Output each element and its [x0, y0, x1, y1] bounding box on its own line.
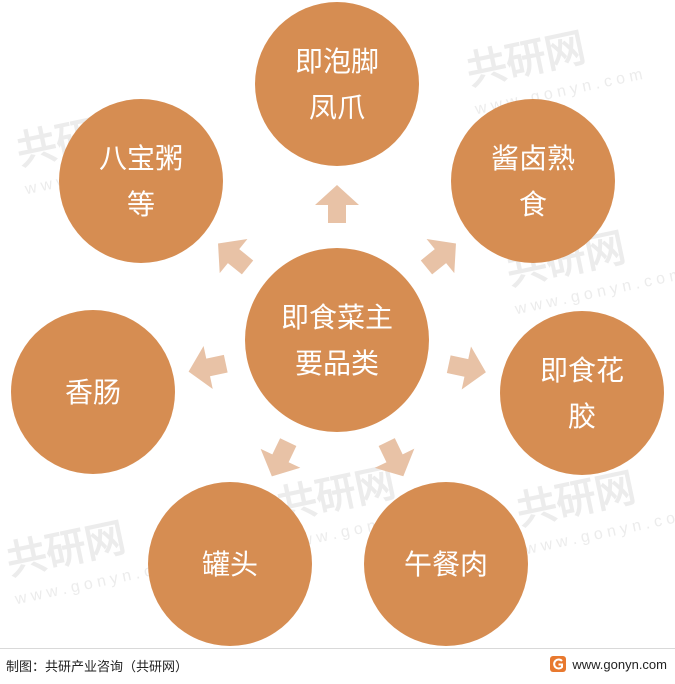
center-node-label: 要品类	[295, 347, 379, 380]
category-node-label: 午餐肉	[404, 548, 488, 581]
center-node-circle	[245, 248, 429, 432]
arrow-layer	[188, 185, 486, 477]
category-node-label: 胶	[568, 400, 596, 433]
site-link[interactable]: www.gonyn.com	[550, 656, 667, 672]
category-node-circle	[364, 482, 528, 646]
category-node-label: 香肠	[65, 376, 121, 409]
source-credit: 制图：共研产业咨询（共研网）	[6, 660, 189, 675]
flow-arrow	[420, 239, 456, 275]
flow-arrow	[260, 438, 301, 477]
flow-arrow	[218, 239, 254, 275]
gonyn-logo-icon	[550, 656, 567, 672]
category-node-circle	[451, 99, 615, 263]
category-node-label: 即泡脚	[295, 45, 379, 78]
category-node-label: 八宝粥	[99, 142, 183, 175]
category-node: 午餐肉	[364, 482, 528, 646]
category-node-label: 等	[127, 188, 155, 221]
category-node-circle	[255, 2, 419, 166]
flow-arrow	[446, 346, 486, 390]
category-node-circle	[148, 482, 312, 646]
category-node-circle	[500, 311, 664, 475]
flow-arrow	[315, 185, 359, 223]
category-node-circle	[11, 310, 175, 474]
footer: 制图：共研产业咨询（共研网） www.gonyn.com	[0, 648, 675, 684]
category-node-label: 食	[519, 188, 547, 221]
category-node-label: 凤爪	[309, 91, 365, 124]
category-node-label: 罐头	[202, 548, 258, 581]
flow-arrow	[188, 345, 228, 389]
category-node: 罐头	[148, 482, 312, 646]
site-url: www.gonyn.com	[572, 656, 667, 672]
category-node-label: 酱卤熟	[491, 142, 575, 175]
center-node-label: 即食菜主	[281, 301, 393, 334]
category-node-label: 即食花	[540, 354, 624, 387]
category-node-circle	[59, 99, 223, 263]
footer-divider	[0, 648, 675, 649]
category-node: 香肠	[11, 310, 175, 474]
flow-arrow	[374, 438, 415, 477]
